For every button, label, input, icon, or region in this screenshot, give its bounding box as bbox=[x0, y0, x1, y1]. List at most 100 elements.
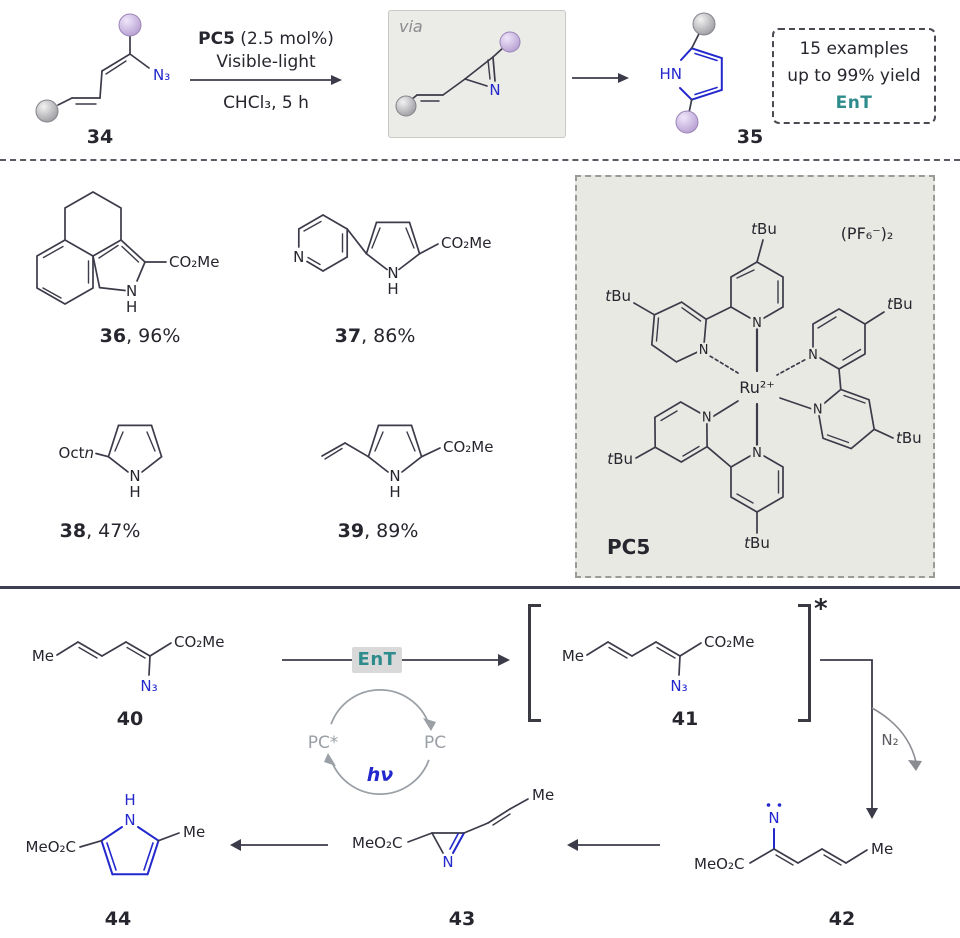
pc5-nitrogen-labels: N N N N N N bbox=[697, 315, 825, 461]
pc-excited-label: PC* bbox=[308, 733, 339, 753]
compound-38-yield: , 47% bbox=[86, 520, 141, 542]
reaction-arrow-2 bbox=[572, 73, 629, 83]
compound-37-caption: 37, 86% bbox=[275, 325, 475, 347]
conditions-line-1: PC5 (2.5 mol%) bbox=[190, 28, 342, 51]
ester-label: CO₂Me bbox=[169, 253, 219, 271]
ru-n-coordination-bonds bbox=[704, 325, 816, 450]
pyrrole-nh-label: HN bbox=[660, 65, 683, 83]
n2-release-curve bbox=[871, 707, 917, 763]
cycle-arrowhead bbox=[324, 753, 336, 766]
compound-34-label: 34 bbox=[86, 126, 114, 148]
tbu-label: tBu bbox=[605, 287, 631, 305]
left-bracket bbox=[528, 604, 541, 722]
solid-divider bbox=[0, 586, 960, 589]
nitrogen-label: N bbox=[126, 282, 137, 300]
compound-42-label: 42 bbox=[828, 908, 856, 930]
ester-label: CO₂Me bbox=[441, 234, 491, 252]
photoredox-cycle: PC* PC hν bbox=[308, 688, 446, 796]
methyl-label: Me bbox=[871, 840, 893, 858]
structure-37-bonds bbox=[297, 214, 439, 272]
compound-39-yield: , 89% bbox=[364, 520, 419, 542]
dashed-divider bbox=[0, 159, 960, 161]
structure-41-bonds bbox=[586, 641, 702, 676]
azide-label: N₃ bbox=[153, 66, 170, 84]
structure-37: N N H CO₂Me bbox=[293, 214, 491, 298]
structure-42-bonds bbox=[749, 828, 868, 866]
via-label: via bbox=[399, 17, 423, 36]
excited-state-asterisk: * bbox=[814, 594, 828, 624]
structure-38-bonds bbox=[95, 424, 163, 473]
nh-hydrogen-label: H bbox=[387, 280, 398, 298]
ester-label: CO₂Me bbox=[704, 633, 754, 651]
methyl-label: Me bbox=[532, 786, 554, 804]
compound-36-yield: , 96% bbox=[126, 325, 181, 347]
catalyst-name: PC5 bbox=[198, 29, 235, 49]
nitrogen-label: N bbox=[752, 446, 762, 461]
azirine-nitrogen-label: N bbox=[489, 81, 500, 99]
substituent-sphere-purple bbox=[675, 110, 699, 134]
azirine-nitrogen-label: N bbox=[442, 853, 453, 871]
nh-hydrogen-label: H bbox=[389, 483, 400, 501]
octyl-label: Octn bbox=[59, 444, 94, 462]
arrow-42-to-43 bbox=[567, 839, 660, 851]
counterion-label: (PF₆⁻)₂ bbox=[841, 224, 894, 243]
pc5-name-label: PC5 bbox=[607, 535, 650, 559]
ester-label: MeO₂C bbox=[694, 855, 744, 873]
structure-38: Octn N H bbox=[59, 424, 163, 501]
compound-36-caption: 36, 96% bbox=[40, 325, 240, 347]
tbu-label: tBu bbox=[607, 450, 633, 468]
azirine-bonds bbox=[410, 46, 505, 102]
compound-38-number: 38 bbox=[59, 520, 87, 542]
nh-hydrogen-label: H bbox=[126, 298, 137, 316]
structure-42: N MeO₂C Me bbox=[694, 803, 893, 873]
cycle-arc-bottom bbox=[330, 759, 430, 796]
cycle-arrowhead bbox=[423, 718, 436, 731]
n2-loss-arrow: N₂ bbox=[820, 659, 922, 819]
compound-37-yield: , 86% bbox=[361, 325, 416, 347]
nitrogen-label: N bbox=[389, 467, 400, 485]
nitrogen-label: N bbox=[124, 811, 135, 829]
right-bracket bbox=[798, 604, 811, 722]
substituent-sphere-gray bbox=[692, 12, 716, 36]
structure-pc5: N N N N N N Ru²⁺ (PF₆⁻)₂ tBu tBu tBu tBu… bbox=[605, 220, 921, 559]
pc5-bonds bbox=[633, 239, 894, 534]
structure-36-bonds bbox=[36, 191, 167, 305]
nitrogen-label: N bbox=[808, 348, 818, 363]
structure-39-bonds bbox=[321, 424, 441, 473]
structure-39: N H CO₂Me bbox=[321, 424, 493, 501]
reaction-arrow-1 bbox=[190, 75, 342, 85]
structure-40: Me CO₂Me N₃ bbox=[32, 633, 225, 695]
ester-label: MeO₂C bbox=[352, 834, 402, 852]
arrow-43-to-44 bbox=[230, 839, 328, 851]
structure-34: N₃ bbox=[35, 13, 170, 123]
compound-44-label: 44 bbox=[104, 908, 132, 930]
hv-label: hν bbox=[367, 764, 394, 786]
substituent-sphere-gray bbox=[395, 95, 417, 117]
cycle-arc-top bbox=[330, 688, 430, 725]
azide-label: N₃ bbox=[670, 677, 687, 695]
structure-40-bonds bbox=[56, 641, 172, 676]
reaction-conditions: PC5 (2.5 mol%) Visible-light bbox=[190, 28, 342, 74]
methyl-label: Me bbox=[183, 823, 205, 841]
catalyst-loading: (2.5 mol%) bbox=[234, 29, 334, 49]
azide-label: N₃ bbox=[140, 677, 157, 695]
nitrogen-label: N bbox=[129, 467, 140, 485]
compound-40-label: 40 bbox=[116, 708, 144, 730]
compound-43-label: 43 bbox=[448, 908, 476, 930]
substituent-sphere-purple bbox=[499, 31, 521, 53]
lone-pair-dot bbox=[777, 803, 782, 807]
nitrogen-label: N bbox=[752, 316, 762, 331]
nh-hydrogen-label: H bbox=[129, 483, 140, 501]
lone-pair-dot bbox=[766, 803, 771, 807]
tbu-label: tBu bbox=[751, 220, 777, 238]
structure-36: CO₂Me N H bbox=[36, 191, 219, 316]
ester-label: CO₂Me bbox=[443, 438, 493, 456]
substituent-sphere-purple bbox=[118, 13, 142, 37]
ester-label: MeO₂C bbox=[26, 838, 76, 856]
conditions-line-3: CHCl₃, 5 h bbox=[223, 93, 309, 113]
structure-via-azirine: N bbox=[395, 31, 521, 117]
structure-35: HN bbox=[660, 12, 723, 134]
compound-39-number: 39 bbox=[337, 520, 365, 542]
nitrogen-label: N bbox=[702, 411, 712, 426]
pc-label: PC bbox=[424, 733, 446, 753]
